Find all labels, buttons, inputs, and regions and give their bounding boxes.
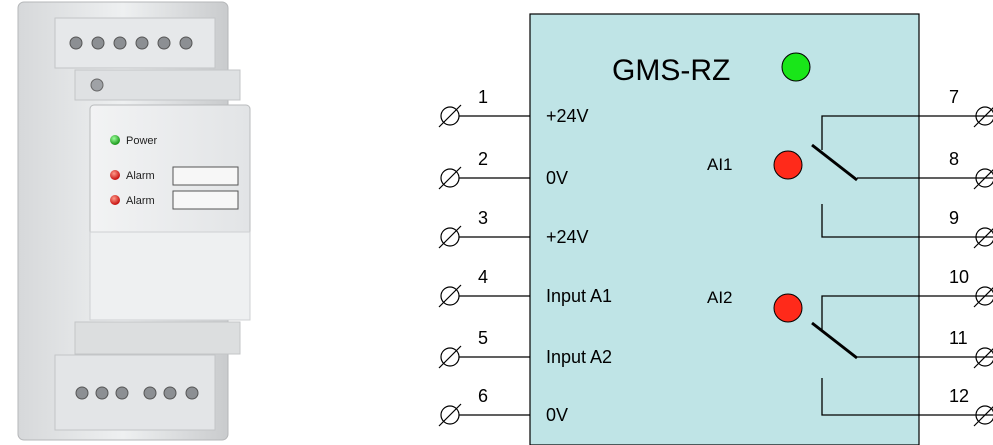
power-led-icon [110, 135, 120, 145]
adjust-screw-icon [90, 78, 104, 92]
alarm-label-2: Alarm [126, 195, 155, 207]
terminal-4-icon [438, 284, 462, 308]
terminal-number-6: 6 [478, 386, 488, 406]
top-screws [69, 36, 193, 50]
bottom-screws [75, 386, 199, 400]
lower-step [74, 321, 241, 355]
terminal-number-1: 1 [478, 87, 488, 107]
terminal-label-2: 0V [546, 168, 568, 188]
relay-label-1: AI1 [707, 155, 733, 174]
relay-1-nc-wire [821, 204, 993, 238]
relay-1-led-icon [773, 150, 803, 180]
alarm-led-1-icon [110, 170, 120, 180]
relay-1-common-wire [821, 115, 993, 150]
terminal-number-4: 4 [478, 267, 488, 287]
power-label: Power [126, 135, 158, 147]
terminal-number-9: 9 [949, 208, 959, 228]
alarm-label-field-1 [172, 166, 239, 186]
relay-2-led-icon [773, 293, 803, 323]
terminal-number-11: 11 [949, 328, 968, 348]
terminal-number-2: 2 [478, 149, 488, 169]
terminal-number-8: 8 [949, 149, 959, 169]
terminal-6-icon [438, 403, 462, 427]
terminal-2-icon [438, 166, 462, 190]
terminal-label-3: +24V [546, 227, 589, 247]
terminal-label-6: 0V [546, 405, 568, 425]
power-led-icon [781, 52, 811, 82]
alarm-label-1: Alarm [126, 170, 155, 182]
terminal-1-icon [438, 104, 462, 128]
terminal-label-4: Input A1 [546, 286, 612, 306]
relay-2-common-wire [821, 295, 993, 330]
module-title: GMS-RZ [612, 54, 730, 87]
relay-2-nc-wire [821, 378, 993, 416]
alarm-label-field-2 [172, 190, 239, 210]
relay-1-switch-contact [811, 143, 858, 182]
terminal-number-3: 3 [478, 208, 488, 228]
terminal-label-1: +24V [546, 106, 589, 126]
device-photo: Power Alarm Alarm [17, 1, 251, 441]
terminal-label-5: Input A2 [546, 347, 612, 367]
terminal-number-10: 10 [949, 267, 969, 287]
terminal-5-icon [438, 345, 462, 369]
terminal-number-12: 12 [949, 386, 969, 406]
terminal-number-5: 5 [478, 328, 488, 348]
module-box [529, 13, 920, 445]
relay-label-2: AI2 [707, 288, 733, 307]
terminal-number-7: 7 [949, 87, 959, 107]
front-lower-panel [89, 231, 251, 321]
relay-2-switch-contact [811, 321, 858, 360]
alarm-led-2-icon [110, 195, 120, 205]
terminal-3-icon [438, 225, 462, 249]
